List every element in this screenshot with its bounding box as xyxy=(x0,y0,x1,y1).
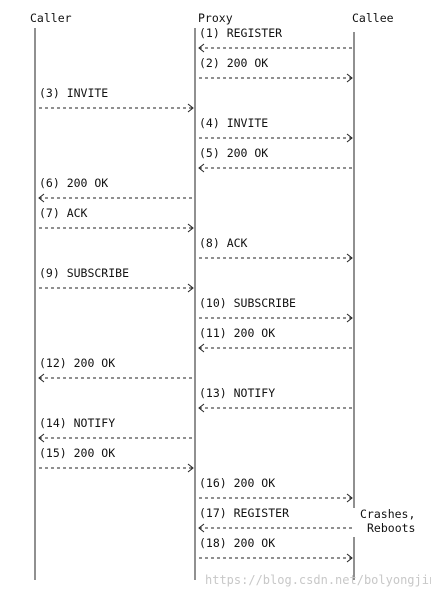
message-arrowhead xyxy=(198,343,205,353)
watermark: https://blog.csdn.net/bolyongjin xyxy=(205,573,431,587)
message-label: (1) REGISTER xyxy=(199,26,282,40)
message-arrowhead xyxy=(346,73,353,83)
message-label: (4) INVITE xyxy=(199,116,268,130)
message-label: (15) 200 OK xyxy=(39,446,115,460)
message-label: (13) NOTIFY xyxy=(199,386,275,400)
message-arrowhead xyxy=(38,373,45,383)
message-arrowhead xyxy=(187,223,194,233)
message-arrowhead xyxy=(346,313,353,323)
message-label: (3) INVITE xyxy=(39,86,108,100)
message-arrowhead xyxy=(346,253,353,263)
callee-header: Callee xyxy=(352,11,394,25)
message-arrowhead xyxy=(38,193,45,203)
message-label: (7) ACK xyxy=(39,206,88,220)
message-arrowhead xyxy=(38,433,45,443)
message-arrowhead xyxy=(198,403,205,413)
message-arrowhead xyxy=(198,43,205,53)
callee-note-line-1: Crashes, xyxy=(360,507,415,521)
message-arrowhead xyxy=(187,463,194,473)
message-label: (6) 200 OK xyxy=(39,176,108,190)
message-label: (2) 200 OK xyxy=(199,56,268,70)
message-arrowhead xyxy=(346,133,353,143)
message-label: (8) ACK xyxy=(199,236,248,250)
callee-note-line-2: Reboots xyxy=(367,521,415,535)
message-label: (11) 200 OK xyxy=(199,326,275,340)
message-arrowhead xyxy=(198,163,205,173)
message-label: (16) 200 OK xyxy=(199,476,275,490)
message-arrowhead xyxy=(346,493,353,503)
message-label: (9) SUBSCRIBE xyxy=(39,266,129,280)
message-arrowhead xyxy=(198,523,205,533)
message-label: (10) SUBSCRIBE xyxy=(199,296,296,310)
message-label: (17) REGISTER xyxy=(199,506,289,520)
message-arrowhead xyxy=(187,283,194,293)
message-label: (18) 200 OK xyxy=(199,536,275,550)
message-label: (12) 200 OK xyxy=(39,356,115,370)
proxy-header: Proxy xyxy=(198,11,233,25)
lifelines xyxy=(34,28,355,580)
caller-header: Caller xyxy=(30,11,72,25)
message-label: (5) 200 OK xyxy=(199,146,268,160)
message-arrowhead xyxy=(346,553,353,563)
messages-layer: (1) REGISTER (2) 200 OK (3) INVITE (4) INVI… xyxy=(38,26,353,563)
message-label: (14) NOTIFY xyxy=(39,416,115,430)
message-arrowhead xyxy=(187,103,194,113)
